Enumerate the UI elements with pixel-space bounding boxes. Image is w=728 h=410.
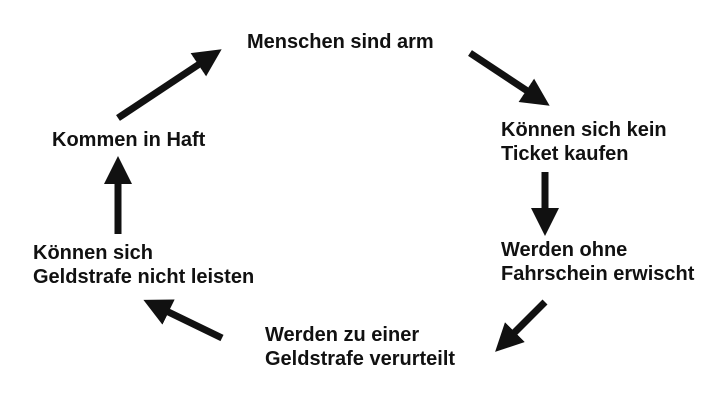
- node-menschen-sind-arm: Menschen sind arm: [247, 30, 434, 54]
- node-line: Fahrschein erwischt: [501, 263, 695, 285]
- arrow-erwischt-to-verurteilt: [495, 299, 548, 352]
- node-line: Geldstrafe verurteilt: [265, 348, 456, 370]
- arrow-haft-to-arm: [116, 49, 222, 121]
- node-line: Werden ohne: [501, 239, 628, 261]
- node-line: Ticket kaufen: [501, 143, 629, 165]
- arrow-arm-to-ticket: [468, 50, 550, 106]
- node-line: Geldstrafe nicht leisten: [33, 266, 255, 288]
- node-werden-ohne-fahrschein-erwischt: Werden ohne Fahrschein erwischt: [501, 238, 694, 286]
- node-line: Können sich kein: [501, 119, 667, 141]
- arrow-verurteilt-to-leisten: [143, 299, 224, 342]
- node-kommen-in-haft: Kommen in Haft: [52, 128, 205, 152]
- node-line: Werden zu einer: [265, 324, 420, 346]
- node-line: Können sich: [33, 242, 154, 264]
- node-koennen-sich-geldstrafe-nicht-leisten: Können sich Geldstrafe nicht leisten: [33, 241, 254, 289]
- node-line: Menschen sind arm: [247, 31, 434, 53]
- node-koennen-sich-kein-ticket-kaufen: Können sich kein Ticket kaufen: [501, 118, 667, 166]
- node-line: Kommen in Haft: [52, 129, 206, 151]
- node-werden-zu-einer-geldstrafe-verurteilt: Werden zu einer Geldstrafe verurteilt: [265, 323, 455, 371]
